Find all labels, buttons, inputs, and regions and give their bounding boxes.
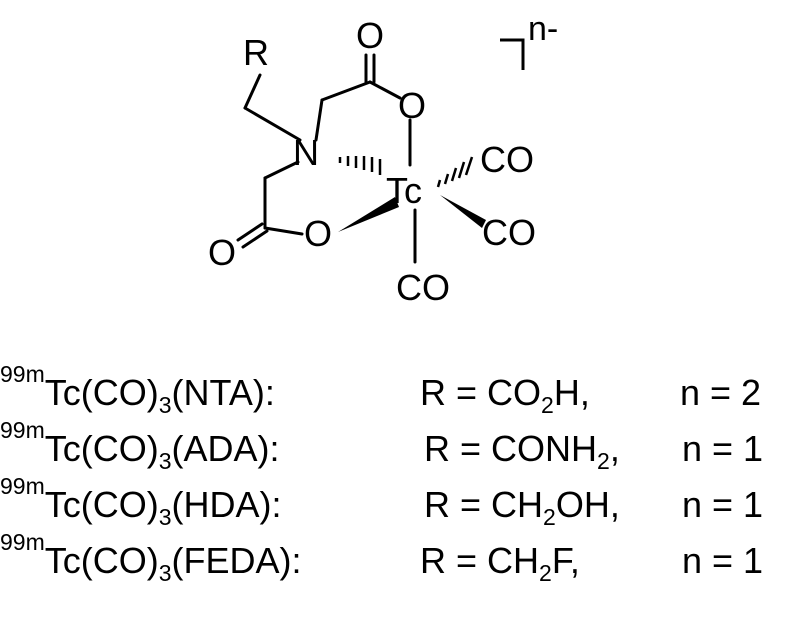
compound-row: 99mTc(CO)3(ADA): R = CONH2, n = 1	[0, 419, 800, 477]
subscript: 2	[541, 392, 554, 418]
charge-bracket	[500, 38, 525, 70]
bond-n-ch2-bottom	[263, 160, 300, 180]
bond-c-o-double-left-a	[236, 222, 264, 242]
r-suffix: ,	[609, 428, 620, 469]
co-upper-right-label: CO	[480, 139, 534, 180]
r-suffix: OH,	[555, 484, 620, 525]
r-definition: R = CONH2,	[424, 421, 620, 477]
compound-row: 99mTc(CO)3(FEDA): R = CH2F, n = 1	[0, 531, 800, 589]
ligand: (NTA):	[171, 372, 275, 413]
subscript: 3	[158, 448, 172, 474]
compound-name: 99mTc(CO)3(FEDA):	[0, 531, 302, 589]
bond-ch2-n	[243, 106, 302, 142]
name-prefix: Tc(CO)	[44, 428, 159, 469]
compound-row: 99mTc(CO)3(HDA): R = CH2OH, n = 1	[0, 475, 800, 533]
molecular-structure: R N O O Tc CO O O CO CO n-	[208, 10, 558, 308]
bond-c-o-ester-left	[263, 226, 304, 236]
co-lower-right-label: CO	[482, 212, 536, 253]
r-prefix: R = CO	[420, 372, 542, 413]
subscript: 2	[543, 504, 556, 530]
wedge-tc-co	[440, 195, 486, 228]
hash-n-tc	[338, 156, 382, 175]
r-prefix: R = CONH	[424, 428, 598, 469]
r-definition: R = CO2H,	[420, 365, 590, 421]
name-prefix: Tc(CO)	[44, 372, 159, 413]
charge-label: n-	[528, 10, 558, 48]
oxygen-top-label: O	[398, 85, 426, 126]
isotope-mass: 99m	[0, 473, 45, 499]
bond-ch2-c-top	[320, 80, 372, 102]
compound-name: 99mTc(CO)3(NTA):	[0, 363, 275, 421]
co-bottom-label: CO	[396, 267, 450, 308]
isotope-mass: 99m	[0, 361, 45, 387]
hash-tc-co	[436, 156, 474, 188]
charge-value: n = 1	[682, 484, 764, 525]
oxygen-left-label: O	[304, 213, 332, 254]
subscript: 2	[597, 448, 610, 474]
bond-r-ch2	[243, 73, 262, 110]
r-suffix: H,	[553, 372, 590, 413]
charge-value: n = 1	[682, 428, 764, 469]
carbonyl-oxygen-top-label: O	[356, 15, 384, 56]
isotope-mass: 99m	[0, 529, 45, 555]
ligand: (HDA):	[171, 484, 282, 525]
subscript: 3	[158, 504, 172, 530]
r-group-label: R	[243, 32, 269, 73]
name-prefix: Tc(CO)	[44, 540, 159, 581]
compound-row: 99mTc(CO)3(NTA): R = CO2H, n = 2	[0, 363, 800, 421]
charge-value: n = 1	[682, 540, 764, 581]
charge-value: n = 2	[680, 372, 762, 413]
metal-label: Tc	[386, 170, 422, 211]
r-suffix: F,	[551, 540, 580, 581]
subscript: 3	[158, 392, 172, 418]
wedge-o-tc	[338, 197, 399, 232]
compound-name: 99mTc(CO)3(HDA):	[0, 475, 282, 533]
carbonyl-oxygen-left-label: O	[208, 232, 236, 273]
isotope-mass: 99m	[0, 417, 45, 443]
bond-c-o-ester-top	[368, 80, 402, 100]
nitrogen-label: N	[293, 132, 319, 173]
name-prefix: Tc(CO)	[44, 484, 159, 525]
bond-n-ch2-top	[314, 98, 324, 142]
r-prefix: R = CH	[424, 484, 544, 525]
bond-c-o-double-left-b	[241, 229, 269, 249]
ligand: (ADA):	[171, 428, 280, 469]
r-definition: R = CH2OH,	[424, 477, 620, 533]
ligand: (FEDA):	[171, 540, 302, 581]
r-prefix: R = CH	[420, 540, 540, 581]
subscript: 2	[539, 560, 552, 586]
compound-name: 99mTc(CO)3(ADA):	[0, 419, 280, 477]
subscript: 3	[158, 560, 172, 586]
r-definition: R = CH2F,	[420, 533, 580, 589]
